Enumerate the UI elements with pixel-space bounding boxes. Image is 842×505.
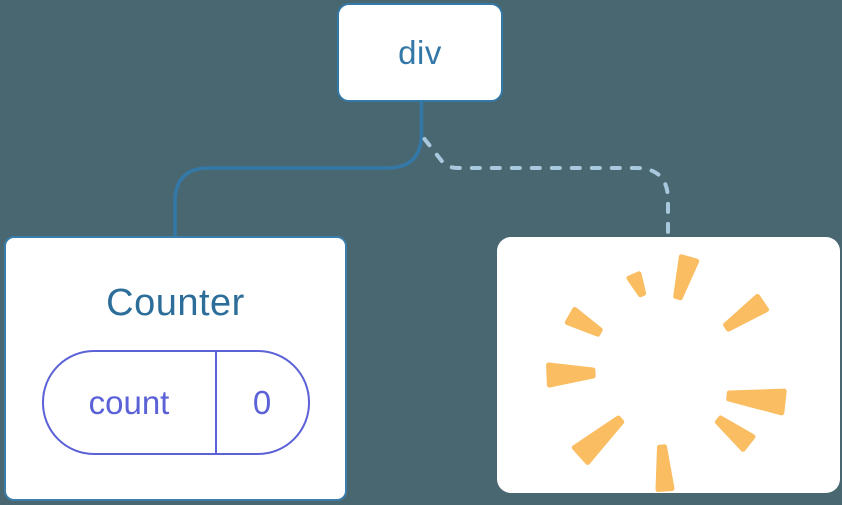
removed-node bbox=[497, 237, 840, 493]
poof-ray-bottom bbox=[655, 444, 675, 492]
poof-ray-upper-left bbox=[564, 307, 603, 337]
root-node-label: div bbox=[398, 33, 442, 71]
poof-rays bbox=[546, 254, 787, 492]
state-key-label: count bbox=[88, 383, 170, 421]
counter-node: Counter count 0 bbox=[4, 236, 347, 501]
poof-ray-upper-right bbox=[723, 293, 769, 332]
poof-ray-left bbox=[546, 362, 596, 388]
poof-ray-lower-left bbox=[571, 415, 625, 465]
poof-ray-top bbox=[673, 254, 700, 301]
poof-starburst-icon bbox=[546, 254, 787, 492]
state-value-label: 0 bbox=[214, 352, 308, 453]
root-node-div: div bbox=[337, 3, 503, 102]
edge-div-to-counter bbox=[173, 100, 424, 238]
state-pill: count 0 bbox=[41, 350, 310, 455]
poof-ray-right bbox=[726, 388, 787, 416]
edge-div-to-removed bbox=[422, 137, 670, 239]
poof-ray-upper-left-small bbox=[626, 271, 647, 298]
counter-title: Counter bbox=[106, 282, 245, 324]
poof-ray-lower-right bbox=[714, 415, 756, 452]
